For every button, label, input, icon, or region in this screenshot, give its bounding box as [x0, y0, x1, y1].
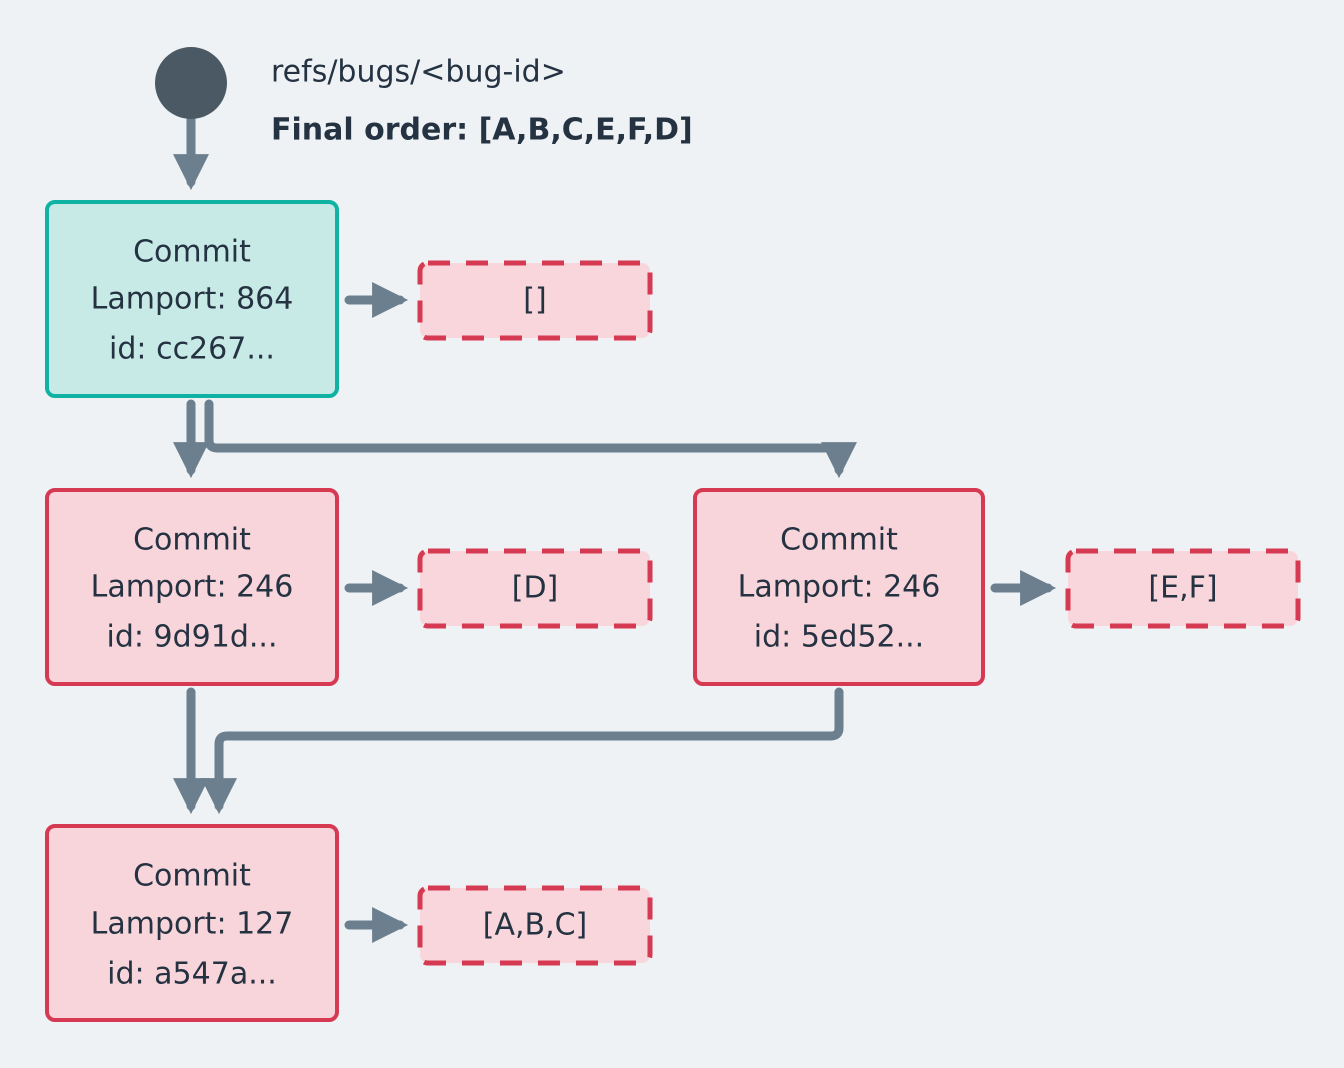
op-box-label: [D]: [512, 571, 559, 606]
commit-box[interactable]: [45, 200, 339, 398]
operation-box-empty[interactable]: []: [417, 260, 653, 341]
commit-title: Commit: [780, 523, 898, 558]
commit-hash: id: 9d91d...: [107, 620, 278, 655]
ref-name-label: refs/bugs/<bug-id>: [271, 55, 566, 90]
commit-box[interactable]: [693, 488, 985, 686]
operation-box-ef[interactable]: [E,F]: [1065, 548, 1301, 629]
operation-box-d[interactable]: [D]: [417, 548, 653, 629]
op-box-label: []: [523, 283, 546, 318]
commit-box[interactable]: [45, 824, 339, 1022]
commit-title: Commit: [133, 523, 251, 558]
op-box[interactable]: [417, 260, 653, 341]
commit-title: Commit: [133, 235, 251, 270]
edge-cc267-to-5ed52: [204, 399, 857, 479]
commit-node-5ed52[interactable]: Commit Lamport: 246 id: 5ed52...: [693, 488, 985, 686]
op-box[interactable]: [417, 548, 653, 629]
commit-title: Commit: [133, 859, 251, 894]
op-box-label: [A,B,C]: [483, 908, 588, 943]
operation-box-abc[interactable]: [A,B,C]: [417, 885, 653, 966]
commit-lamport: Lamport: 246: [91, 570, 294, 605]
edge-5ed52-to-a547a: [200, 687, 844, 815]
commit-hash: id: cc267...: [109, 332, 275, 367]
commit-box[interactable]: [45, 488, 339, 686]
commit-lamport: Lamport: 864: [91, 282, 294, 317]
op-box[interactable]: [1065, 548, 1301, 629]
ref-pointer-node[interactable]: [155, 47, 227, 119]
commit-hash: id: a547a...: [107, 957, 277, 992]
commit-lamport: Lamport: 246: [738, 570, 941, 605]
commit-node-cc267[interactable]: Commit Lamport: 864 id: cc267...: [45, 200, 339, 398]
commit-node-9d91d[interactable]: Commit Lamport: 246 id: 9d91d...: [45, 488, 339, 686]
edge-layer: [172, 114, 1057, 944]
final-order-label: Final order: [A,B,C,E,F,D]: [271, 113, 693, 148]
op-box-label: [E,F]: [1148, 571, 1217, 606]
commit-lamport: Lamport: 127: [91, 907, 294, 942]
commit-node-a547a[interactable]: Commit Lamport: 127 id: a547a...: [45, 824, 339, 1022]
op-box[interactable]: [417, 885, 653, 966]
commit-hash: id: 5ed52...: [754, 620, 924, 655]
